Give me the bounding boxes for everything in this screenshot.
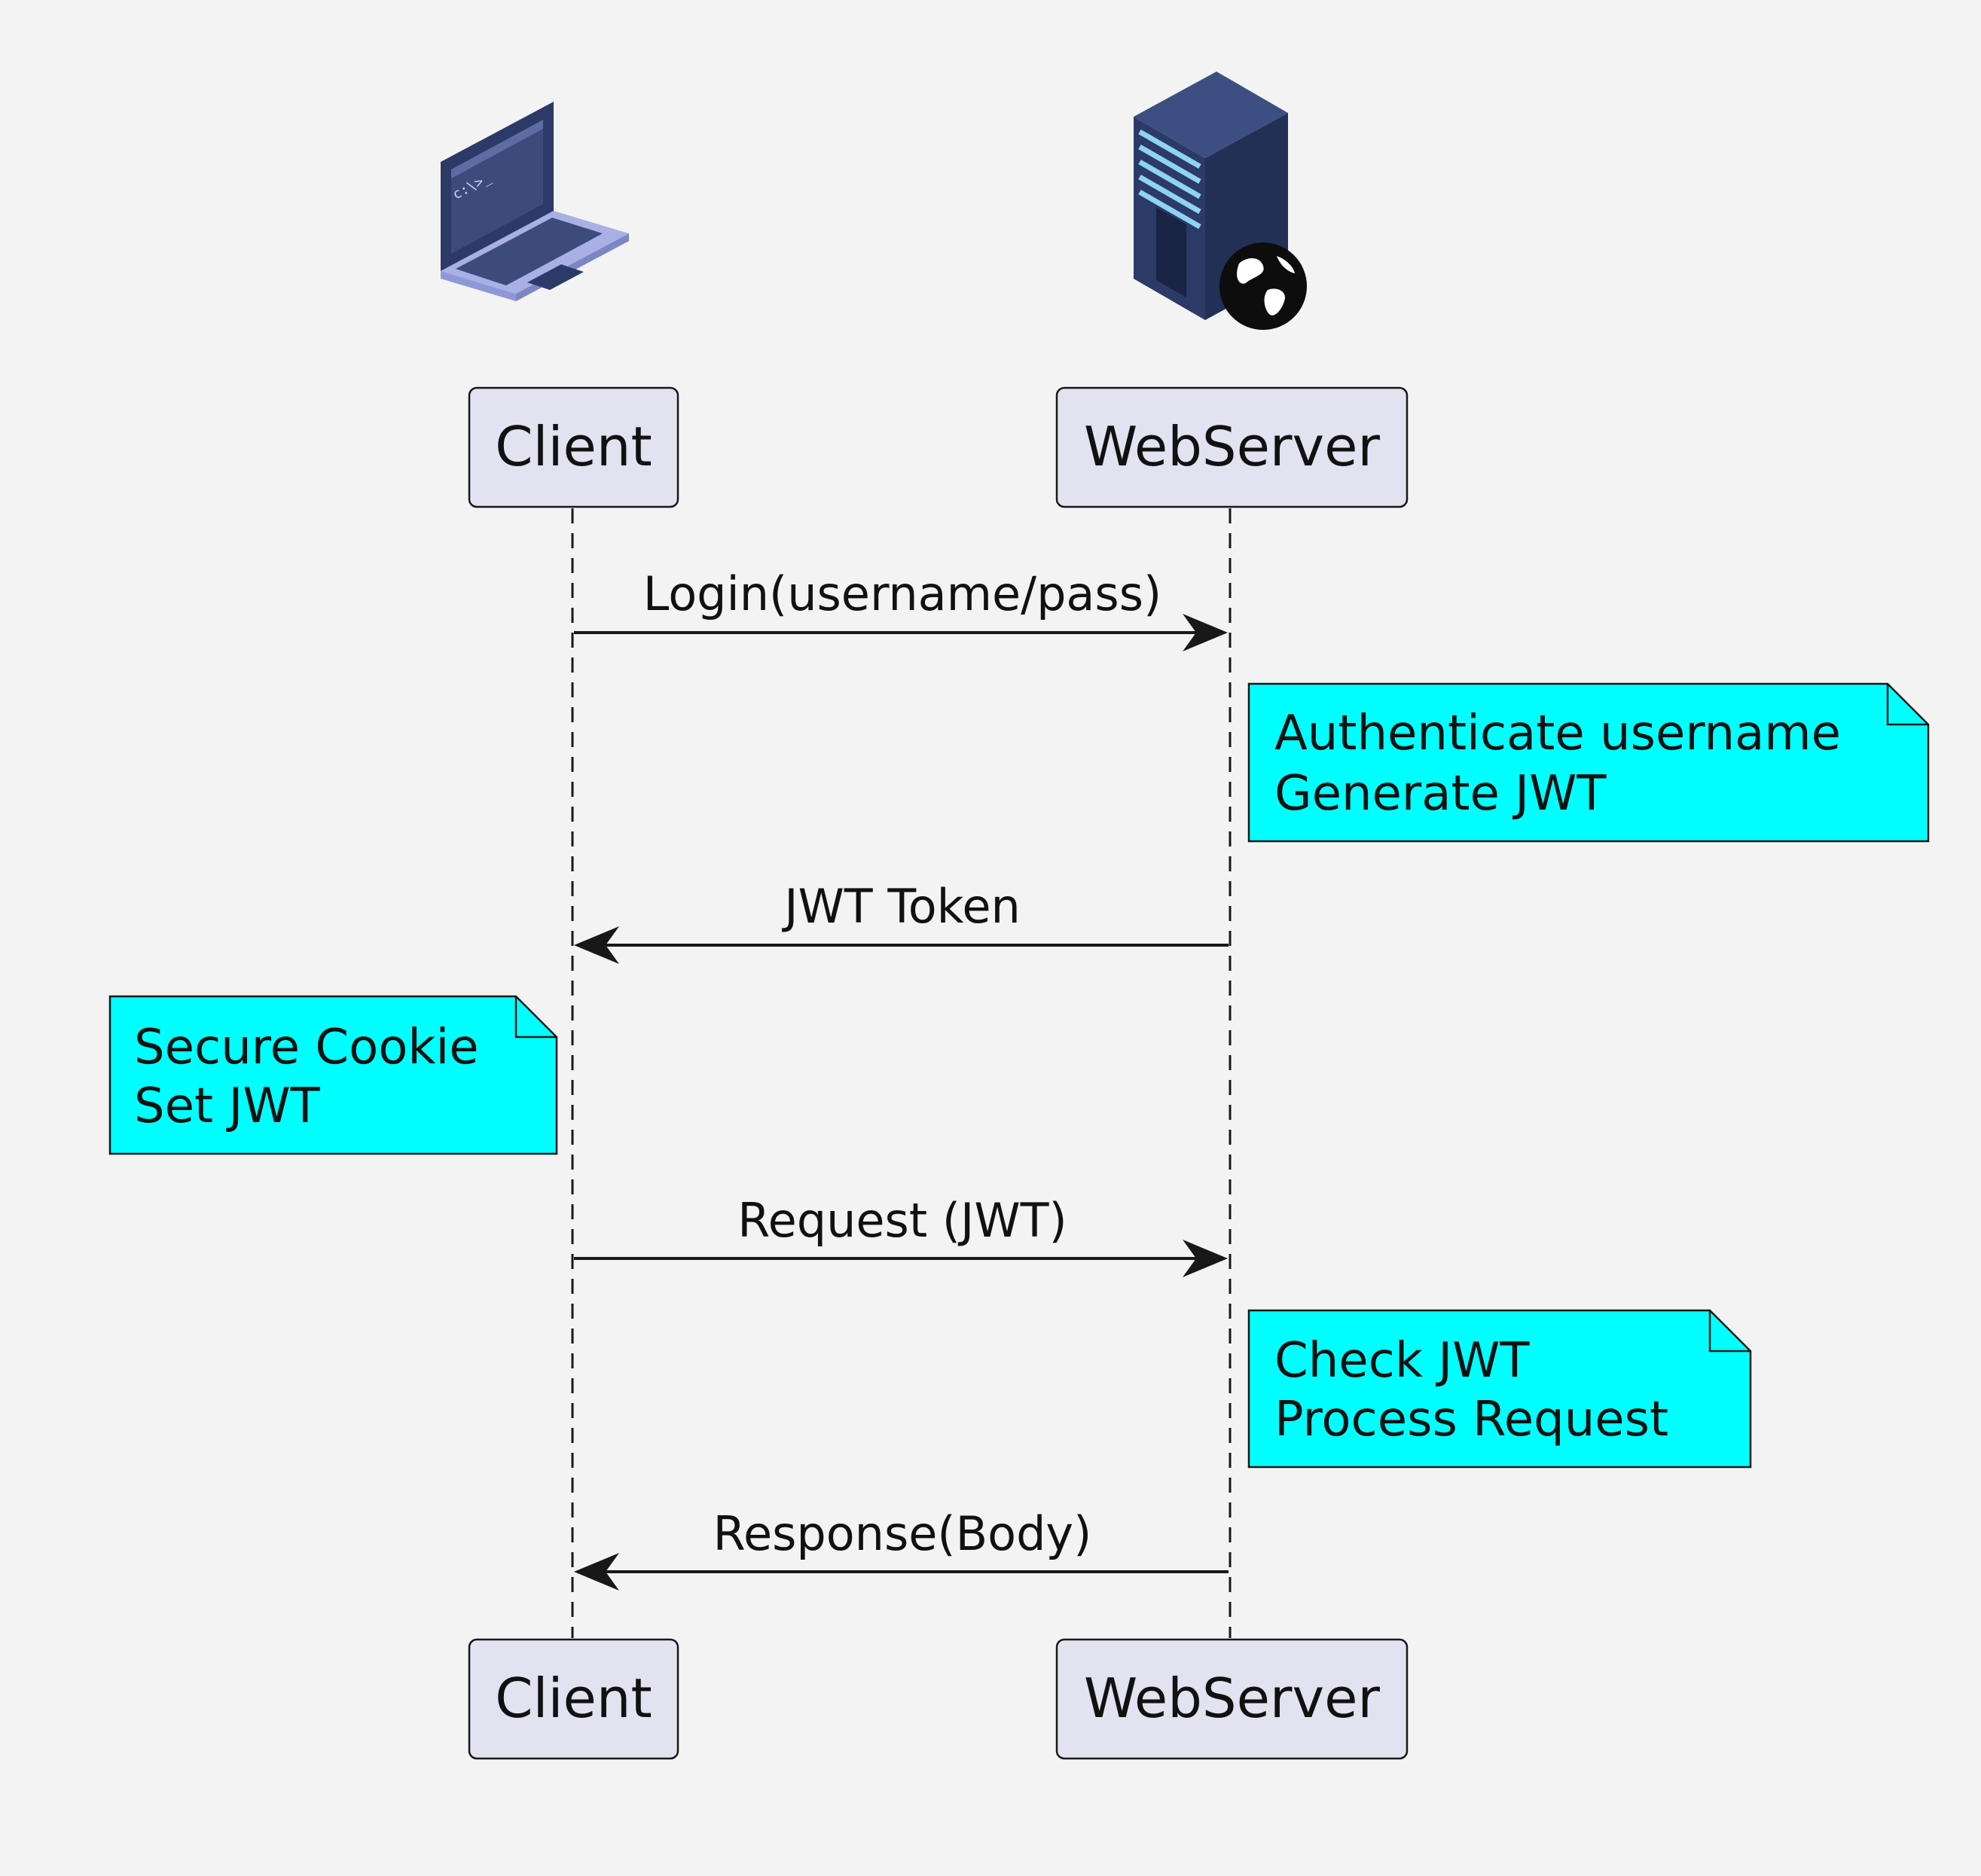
- message-response: Response(Body): [574, 1506, 1229, 1591]
- arrowhead-left-icon: [574, 1553, 619, 1591]
- participant-webserver-bottom: WebServer: [1055, 1638, 1409, 1760]
- message-label: JWT Token: [781, 879, 1021, 934]
- laptop-icon: c:\>_: [441, 102, 629, 301]
- note-secure-cookie: Secure Cookie Set JWT: [108, 995, 558, 1155]
- message-login: Login(username/pass): [574, 566, 1228, 651]
- note-line: Authenticate username: [1274, 706, 1841, 761]
- participant-label: WebServer: [1084, 1667, 1380, 1730]
- note-authenticate: Authenticate username Generate JWT: [1247, 682, 1930, 843]
- note-line: Process Request: [1274, 1392, 1668, 1447]
- note-line: Set JWT: [134, 1078, 321, 1134]
- participant-label: WebServer: [1084, 415, 1380, 478]
- note-check-jwt: Check JWT Process Request: [1247, 1309, 1752, 1469]
- note-line: Check JWT: [1274, 1333, 1530, 1389]
- note-line: Generate JWT: [1274, 766, 1607, 822]
- participant-label: Client: [495, 415, 652, 478]
- message-request: Request (JWT): [574, 1193, 1228, 1277]
- participant-webserver-top: WebServer: [1055, 386, 1409, 508]
- arrowhead-left-icon: [574, 926, 619, 964]
- message-jwt-token: JWT Token: [574, 879, 1229, 964]
- message-label: Response(Body): [713, 1506, 1092, 1561]
- arrowhead-right-icon: [1183, 1240, 1228, 1277]
- note-line: Secure Cookie: [134, 1020, 479, 1075]
- participant-client-top: Client: [468, 386, 679, 508]
- participant-client-bottom: Client: [468, 1638, 679, 1760]
- message-label: Login(username/pass): [643, 566, 1161, 621]
- web-server-globe-icon: [1134, 72, 1307, 330]
- arrowhead-right-icon: [1183, 614, 1228, 651]
- participant-label: Client: [495, 1667, 652, 1730]
- message-label: Request (JWT): [737, 1193, 1067, 1248]
